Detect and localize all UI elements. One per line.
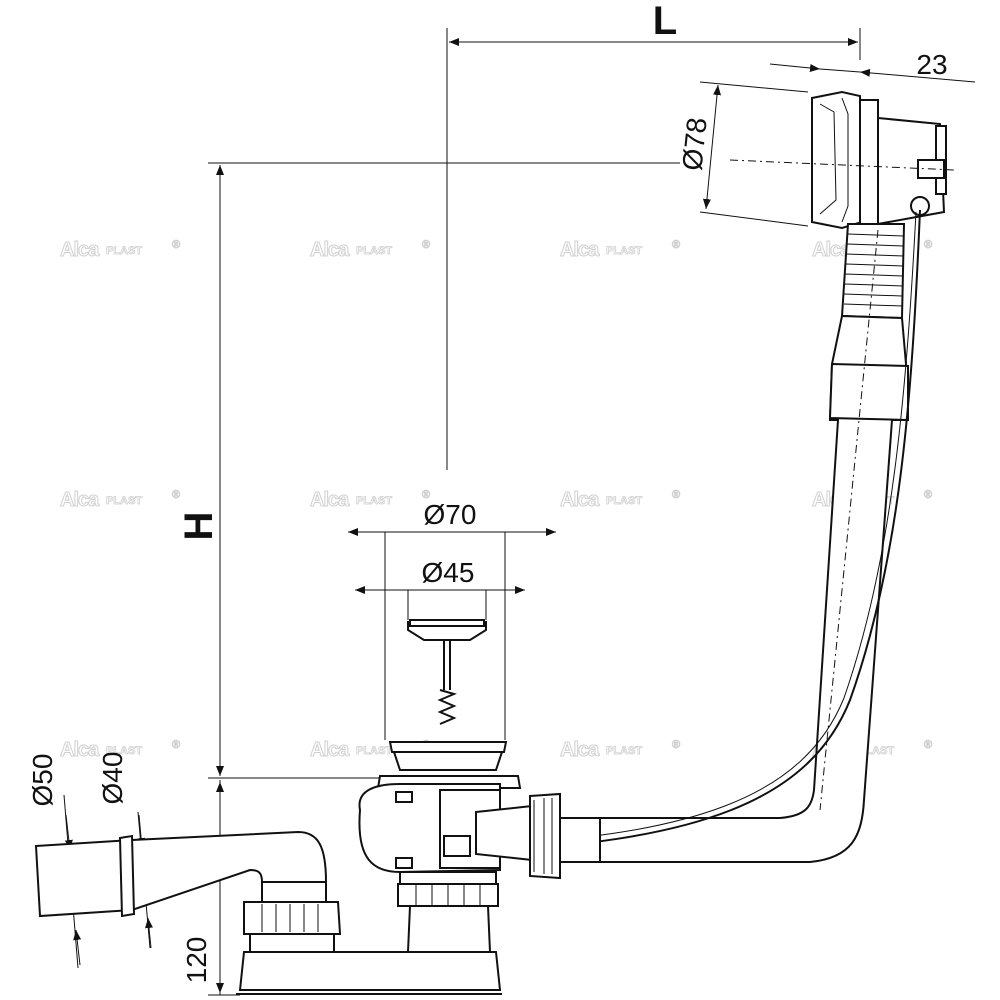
svg-text:PLAST: PLAST: [356, 245, 392, 257]
trap-nut-ribs: [415, 884, 481, 906]
overflow-centerline: [729, 159, 956, 171]
watermark-r3c3: Alca PLAST ®: [560, 739, 681, 762]
pipe-centerline: [819, 229, 879, 811]
pipe-coupling: [828, 362, 909, 422]
svg-text:®: ®: [924, 489, 932, 501]
overflow-flange: [859, 99, 879, 225]
waste-flange-top: [388, 741, 508, 753]
svg-text:®: ®: [924, 739, 932, 751]
svg-text:®: ®: [172, 739, 180, 751]
waste-screw-bottom: [395, 857, 413, 869]
height-label: H: [177, 512, 221, 541]
svg-text:Alca: Alca: [60, 239, 100, 261]
pop-up-plug: [407, 619, 487, 725]
svg-text:Alca: Alca: [310, 489, 350, 511]
dimension-overflow: Ø78 23: [676, 49, 976, 227]
plug-top: [409, 619, 485, 627]
svg-text:PLAST: PLAST: [106, 245, 142, 257]
outlet-nut-ribs: [261, 904, 319, 932]
cable-connector: [443, 835, 471, 857]
pipe-inlet-fitting: [475, 804, 533, 862]
svg-text:PLAST: PLAST: [356, 745, 392, 757]
waste-screw-top: [395, 791, 413, 803]
trap-top-ring: [399, 871, 497, 885]
pipe-body: [599, 314, 910, 863]
watermark-r3c1: Alca PLAST ®: [60, 739, 181, 762]
svg-text:®: ®: [172, 239, 180, 251]
overflow-depth-arrow-right: [859, 68, 976, 83]
watermark-r1c1: Alca PLAST ®: [60, 239, 181, 262]
watermark-r1c3: Alca PLAST ®: [560, 239, 681, 262]
outlet-elbow-neck: [261, 881, 327, 903]
dimension-outlet: Ø50 Ø40 120: [27, 752, 240, 996]
overflow-diameter-line: [702, 84, 722, 210]
trap-height-label: 120: [181, 937, 212, 984]
dimension-height: H: [177, 162, 680, 779]
svg-text:®: ®: [672, 489, 680, 501]
waste-flange-ring: [392, 751, 504, 771]
svg-text:®: ®: [422, 489, 430, 501]
overflow-cover: [811, 90, 864, 230]
plug-inner-diameter-label: Ø45: [422, 557, 475, 588]
svg-text:Alca: Alca: [560, 739, 600, 761]
length-label: L: [653, 0, 677, 43]
plug-thread: [437, 689, 457, 725]
svg-text:®: ®: [422, 239, 430, 251]
overflow-cover-ribs: [819, 97, 849, 223]
svg-text:Alca: Alca: [560, 239, 600, 261]
dimension-plug: Ø70 Ø45: [348, 499, 556, 740]
overflow-depth-span: [819, 68, 861, 73]
svg-text:Alca: Alca: [310, 739, 350, 761]
svg-text:PLAST: PLAST: [606, 745, 642, 757]
svg-text:Alca: Alca: [310, 239, 350, 261]
outlet-elbow: [131, 830, 328, 912]
outlet-outer-diameter-label: Ø50: [27, 754, 58, 807]
svg-text:®: ®: [672, 739, 680, 751]
outlet-assembly: [34, 830, 342, 953]
outlet-collar: [249, 933, 335, 953]
control-cable-inner: [459, 211, 917, 847]
svg-text:PLAST: PLAST: [606, 245, 642, 257]
outlet-inner-arrow-bottom: [145, 917, 153, 949]
watermark-r2c3: Alca PLAST ®: [560, 489, 681, 512]
corrugated-hose: [840, 223, 906, 320]
waste-body: [236, 741, 601, 995]
svg-text:Alca: Alca: [812, 239, 852, 261]
svg-text:®: ®: [172, 489, 180, 501]
overflow-extension-top: [699, 81, 809, 93]
svg-text:®: ®: [672, 239, 680, 251]
svg-text:Alca: Alca: [560, 489, 600, 511]
svg-text:Alca: Alca: [60, 489, 100, 511]
overflow-diameter-label: Ø78: [676, 116, 712, 172]
watermark-r2c1: Alca PLAST ®: [60, 489, 181, 512]
svg-text:PLAST: PLAST: [606, 495, 642, 507]
trap-body-right: [406, 905, 492, 953]
overflow-head: [729, 90, 956, 230]
pipe-inlet-sleeve: [559, 817, 601, 863]
outlet-spigot-ring: [118, 834, 136, 918]
svg-text:PLAST: PLAST: [106, 745, 142, 757]
overflow-depth-label: 23: [916, 49, 947, 80]
control-cable: [459, 209, 921, 853]
outlet-inner-diameter-label: Ø40: [97, 752, 128, 805]
overflow-depth-arrow-left: [769, 63, 821, 72]
overflow-body: [877, 116, 946, 226]
svg-text:PLAST: PLAST: [106, 495, 142, 507]
dimension-length: L: [446, 0, 861, 470]
svg-text:PLAST: PLAST: [356, 495, 392, 507]
plug-outer-diameter-label: Ø70: [424, 499, 477, 530]
svg-text:Alca: Alca: [60, 739, 100, 761]
outlet-outer-arrow-bottom: [73, 929, 82, 966]
watermark-r1c2: Alca PLAST ®: [310, 239, 431, 262]
trap-base: [238, 951, 502, 991]
pipe-inlet-nut-ribs: [533, 798, 553, 874]
overflow-pipe: [459, 209, 921, 863]
outlet-spigot: [34, 838, 133, 918]
outlet-nut: [243, 901, 342, 935]
svg-text:®: ®: [924, 239, 932, 251]
watermark-r2c2: Alca PLAST ®: [310, 489, 431, 512]
overflow-extension-bottom: [699, 211, 809, 227]
